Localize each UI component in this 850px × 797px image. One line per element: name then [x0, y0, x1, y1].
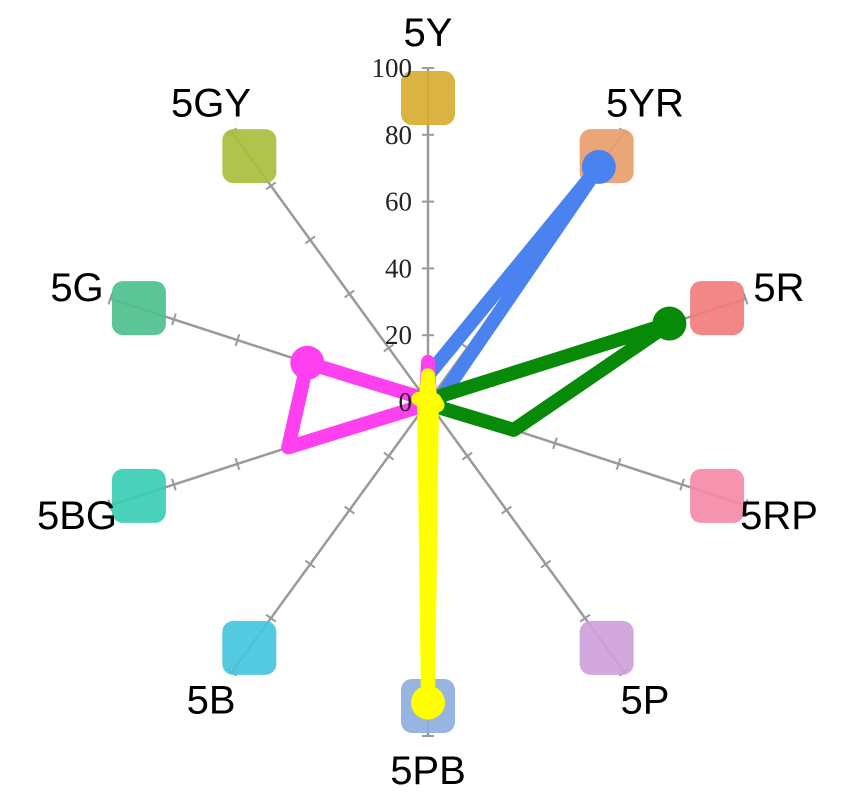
axis-tick-5g [234, 334, 241, 347]
axis-tick-5rp [679, 478, 685, 491]
swatch-5b [222, 620, 277, 675]
swatch-5rp [690, 468, 745, 523]
axis-tick-5g [107, 292, 114, 305]
swatch-5p [579, 620, 634, 675]
axis-label-5r: 5R [753, 266, 804, 310]
axis-tick-5b [304, 559, 316, 569]
axis-tick-5b [265, 613, 277, 623]
tick-label: 0 [399, 387, 413, 417]
axis-tick-5rp [742, 499, 749, 512]
axis-label-5yr: 5YR [606, 81, 684, 125]
axis-label-5p: 5P [620, 679, 669, 723]
axis-label-5b: 5B [187, 679, 236, 723]
color-swatches [111, 71, 745, 733]
axis-label-5rp: 5RP [740, 494, 818, 538]
axis-tick-5bg [107, 499, 114, 512]
axis-label-5pb: 5PB [390, 749, 466, 793]
axis-tick-5gy [383, 343, 395, 353]
series-marker-3 [411, 685, 445, 720]
tick-labels: 0 20 40 60 80 100 [372, 53, 413, 417]
axis-labels: 5Y 5YR 5R 5RP 5P 5PB 5B 5BG 5G 5GY [37, 11, 818, 793]
axis-tick-5bg [171, 478, 177, 491]
swatch-5g [111, 281, 166, 336]
axis-tick-5rp [615, 457, 622, 470]
tick-label: 20 [385, 320, 412, 350]
axis-tick-5gy [304, 235, 316, 245]
tick-label: 40 [385, 253, 412, 283]
tick-label: 100 [372, 53, 413, 83]
axis-label-5g: 5G [50, 266, 103, 310]
axis-tick-5rp [552, 437, 558, 450]
axis-tick-5p [501, 505, 512, 515]
series-marker-2 [290, 345, 325, 380]
axis-tick-5gy [344, 289, 355, 299]
axis-tick-5b [383, 451, 395, 461]
series-marker-0 [581, 149, 616, 184]
axis-tick-5r [742, 292, 749, 305]
axis-tick-5p [461, 451, 473, 461]
axis-label-5bg: 5BG [37, 494, 117, 538]
swatch-5bg [111, 468, 166, 523]
axis-label-5gy: 5GY [171, 81, 251, 125]
axis-tick-5p [579, 613, 591, 623]
swatch-5r [690, 281, 745, 336]
axis-tick-5g [171, 313, 177, 326]
axis-tick-5b [344, 505, 355, 515]
series-line-3 [411, 368, 445, 710]
tick-label: 80 [385, 120, 412, 150]
tick-label: 60 [385, 187, 412, 217]
axis-tick-5p [540, 559, 552, 569]
series-marker-1 [652, 306, 687, 341]
axis-label-5y: 5Y [404, 11, 453, 55]
axis-tick-5gy [265, 181, 277, 191]
data-series [281, 149, 687, 720]
swatch-5gy [222, 129, 277, 184]
axis-tick-5bg [234, 457, 241, 470]
swatch-5y [401, 71, 455, 126]
